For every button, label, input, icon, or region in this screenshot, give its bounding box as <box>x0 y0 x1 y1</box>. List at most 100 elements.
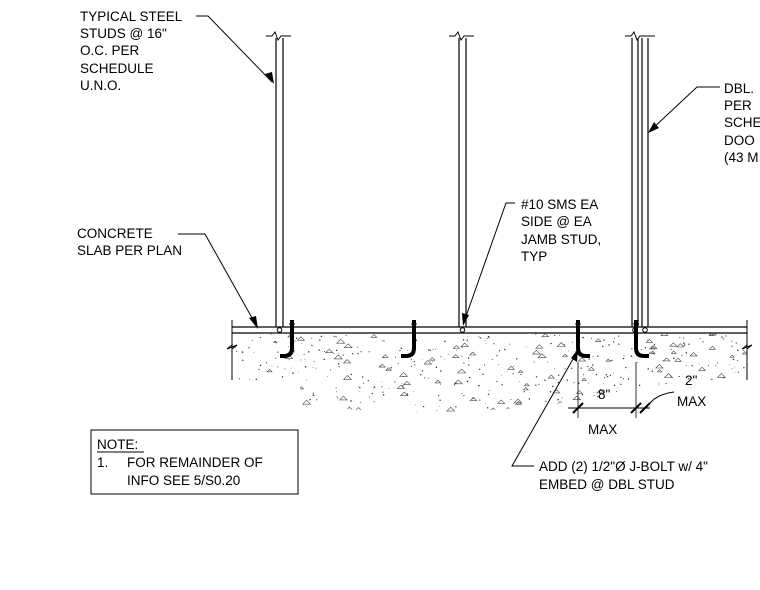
concrete-aggregate <box>238 396 248 401</box>
concrete-aggregate <box>501 374 502 376</box>
concrete-aggregate <box>294 349 296 351</box>
concrete-aggregate <box>554 367 555 369</box>
concrete-aggregate <box>575 390 583 394</box>
concrete-aggregate <box>672 357 675 360</box>
svg-text:8": 8" <box>598 387 611 402</box>
concrete-aggregate <box>238 378 241 380</box>
svg-text:SCHEDULE: SCHEDULE <box>80 61 154 76</box>
concrete-aggregate <box>587 365 589 368</box>
concrete-aggregate <box>444 340 446 343</box>
dimension-labels: 8" MAX 2" MAX <box>588 373 706 437</box>
concrete-aggregate <box>482 373 484 375</box>
concrete-aggregate <box>590 337 593 339</box>
concrete-aggregate <box>251 339 253 341</box>
concrete-aggregate <box>683 337 685 339</box>
concrete-aggregate <box>250 397 258 402</box>
concrete-aggregate <box>438 394 440 397</box>
concrete-aggregate <box>612 398 615 401</box>
concrete-aggregate <box>467 357 469 359</box>
concrete-aggregate <box>273 341 275 343</box>
concrete-aggregate <box>566 379 568 381</box>
concrete-aggregate <box>259 364 262 367</box>
concrete-aggregate <box>588 405 590 407</box>
concrete-aggregate <box>487 335 490 338</box>
concrete-aggregate <box>413 391 415 392</box>
concrete-aggregate <box>429 349 431 352</box>
concrete-aggregate <box>491 358 493 361</box>
concrete-aggregate <box>357 346 359 348</box>
concrete-aggregate <box>337 363 340 365</box>
concrete-aggregate <box>556 342 566 347</box>
concrete-aggregate <box>479 337 482 339</box>
concrete-aggregate <box>270 333 272 335</box>
svg-text:(43 M: (43 M <box>724 150 759 165</box>
concrete-aggregate <box>252 384 259 388</box>
concrete-aggregate <box>732 358 735 361</box>
concrete-aggregate <box>314 394 315 396</box>
concrete-aggregate <box>234 346 236 348</box>
concrete-aggregate <box>394 381 396 383</box>
concrete-aggregate <box>656 369 663 373</box>
concrete-aggregate <box>642 395 643 396</box>
concrete-aggregate <box>571 341 573 343</box>
concrete-aggregate <box>359 402 361 404</box>
concrete-aggregate <box>358 386 359 387</box>
concrete-aggregate <box>667 405 669 407</box>
svg-text:JAMB STUD,: JAMB STUD, <box>521 232 601 247</box>
concrete-aggregate <box>486 337 488 340</box>
concrete-aggregate <box>708 378 715 382</box>
concrete-aggregate <box>423 360 433 365</box>
concrete-aggregate <box>523 382 530 387</box>
concrete-aggregate <box>559 407 561 409</box>
concrete-aggregate <box>278 384 280 386</box>
concrete-aggregate <box>622 357 625 360</box>
concrete-aggregate <box>432 361 433 363</box>
concrete-aggregate <box>456 368 467 374</box>
concrete-aggregate <box>318 349 320 351</box>
concrete-aggregate <box>232 392 233 394</box>
concrete-aggregate <box>692 388 694 390</box>
concrete-aggregate <box>311 337 313 339</box>
concrete-aggregate <box>649 352 651 354</box>
concrete-aggregate <box>595 374 598 376</box>
concrete-aggregate <box>537 353 547 358</box>
concrete-aggregate <box>304 366 307 368</box>
concrete-aggregate <box>272 342 274 344</box>
concrete-aggregate <box>653 353 655 355</box>
svg-text:O.C. PER: O.C. PER <box>80 43 140 58</box>
concrete-aggregate <box>736 397 746 402</box>
concrete-aggregate <box>463 395 465 397</box>
concrete-aggregate <box>357 352 359 355</box>
concrete-aggregate <box>507 365 515 370</box>
concrete-aggregate <box>647 368 649 370</box>
concrete-aggregate <box>277 351 279 353</box>
concrete-aggregate <box>297 371 299 373</box>
concrete-aggregate <box>596 388 605 394</box>
concrete-aggregate <box>547 374 556 379</box>
concrete-aggregate <box>577 357 587 362</box>
concrete-aggregate <box>373 401 375 403</box>
concrete-aggregate <box>258 394 260 397</box>
note-line-2: INFO SEE 5/S0.20 <box>127 473 240 488</box>
concrete-aggregate <box>653 343 656 346</box>
concrete-aggregate <box>640 348 642 351</box>
concrete-aggregate <box>337 397 339 399</box>
concrete-aggregate <box>440 370 442 372</box>
concrete-aggregate <box>424 377 426 379</box>
dimension-lines <box>568 362 675 418</box>
concrete-aggregate <box>248 347 250 349</box>
concrete-aggregate <box>557 398 559 401</box>
concrete-aggregate <box>455 382 457 384</box>
concrete-aggregate <box>729 354 736 358</box>
concrete-aggregate <box>362 382 364 384</box>
label-concrete-slab: CONCRETE SLAB PER PLAN <box>77 226 182 258</box>
concrete-aggregate <box>524 412 525 413</box>
concrete-aggregate <box>232 375 233 377</box>
note-line-1: FOR REMAINDER OF <box>127 455 263 470</box>
concrete-aggregate <box>387 369 389 371</box>
concrete-aggregate <box>670 348 672 350</box>
concrete-aggregate <box>651 370 653 373</box>
concrete-aggregate <box>292 372 294 374</box>
concrete-aggregate <box>282 400 284 402</box>
